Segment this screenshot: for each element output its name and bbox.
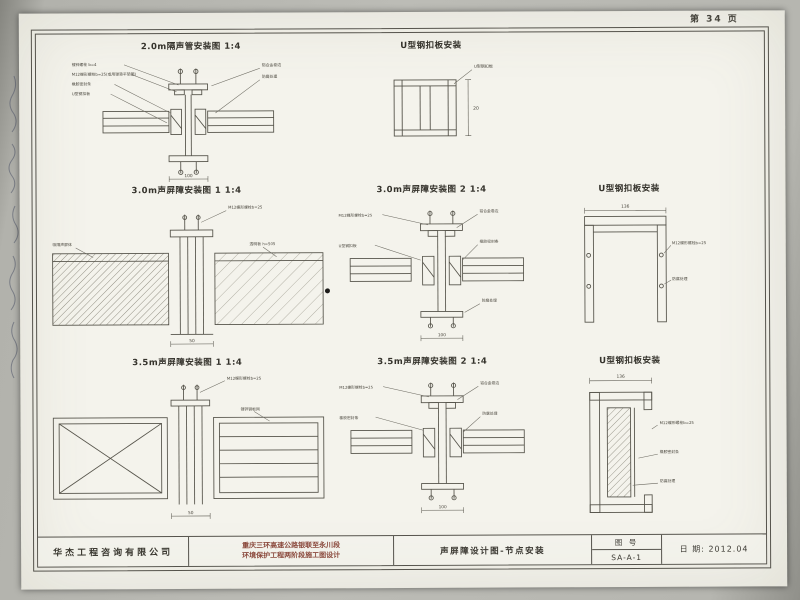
title-block: 华杰工程咨询有限公司 重庆三环高速公路银联至永川段 环境保护工程两阶段施工图设计…: [38, 533, 767, 567]
leader-lines: [75, 210, 277, 258]
dimension-line: [589, 377, 652, 384]
dim-20: 20: [473, 106, 479, 112]
label-alu: 铝合金卷边: [479, 208, 498, 213]
label-rubber: 橡胶密封条: [72, 81, 91, 86]
elevation-drawing-3m: M12蝶形螺栓b=25 透明板 h=505 吸隔声屏体 50: [52, 205, 324, 347]
dimension-line: [465, 79, 472, 137]
label-alu: 铝合金卷边: [480, 380, 499, 385]
leader-lines: [374, 214, 481, 313]
project-name: 重庆三环高速公路银联至永川段 环境保护工程两阶段施工图设计: [188, 536, 394, 566]
dim-100: 100: [184, 173, 193, 179]
dimension-line: [171, 513, 211, 519]
dimension-line: [170, 341, 214, 347]
elevation-drawing-35m: M12蝶形螺栓b=25 镀锌钢板网 50: [52, 376, 325, 519]
detail-uchannel-top: U型钢扣板安装 20 U型钢扣板: [336, 38, 527, 166]
leader-lines: [199, 380, 270, 422]
post-and-panels: [52, 214, 324, 335]
dim-136: 136: [616, 374, 625, 380]
detail-2m-plan-drawing: 镀锌螺栓 b=4 M12蝶形螺栓b=25(或用弹垫平垫圈) 橡胶密封条 U型钢扣…: [72, 62, 281, 183]
dim-100: 100: [438, 332, 446, 338]
sheet-frame-outer: 2.0m隔声管安装图 1:4: [30, 26, 772, 572]
detail-uchannel-bottom: U型钢扣板安装 136: [542, 354, 718, 525]
detail-title: U型钢扣板安装: [599, 355, 661, 367]
date-field: 日 期: 2012.04: [661, 534, 767, 564]
label-absorb-panel: 吸隔声屏体: [53, 242, 72, 247]
label-m12: M12蝶形螺栓b=25: [227, 376, 262, 381]
detail-35m-plan: 3.5m声屏障安装图 2 1:4: [337, 354, 528, 525]
leader-lines: [663, 245, 672, 285]
uchannel-section-drawing: 136 M12蝶形螺栓b=25 防腐处: [584, 204, 707, 323]
label-anticorr: 防腐处理: [660, 478, 676, 483]
figure-number-box: 图 号 SA-A-1: [591, 534, 662, 565]
detail-uchannel-mid: U型钢扣板安装 136: [541, 182, 717, 353]
label-m12: M12蝶形螺栓b=25: [672, 240, 707, 245]
uchannel-plate: [393, 79, 457, 137]
detail-title: 3.0m声屏障安装图 2 1:4: [376, 184, 487, 196]
label-anticorr: 防腐处理: [482, 298, 497, 303]
dimension-line: [168, 176, 209, 183]
label-rubber: 橡胶密封条: [339, 415, 358, 420]
figure-number-value: SA-A-1: [611, 552, 643, 562]
drawing-title: 声屏障设计图-节点安装: [393, 535, 592, 566]
dim-100: 100: [439, 504, 447, 510]
label-bolt: 镀锌螺栓 b=4: [72, 62, 97, 67]
detail-title: 3.0m声屏障安装图 1 1:4: [131, 185, 242, 197]
detail-title: 2.0m隔声管安装图 1:4: [140, 41, 241, 53]
label-rubber: 橡胶密封条: [660, 449, 679, 454]
post-plan-section: [349, 210, 525, 329]
leader-lines: [375, 385, 481, 433]
detail-title: U型钢扣板安装: [400, 40, 462, 52]
label-anticorr: 防腐处理: [672, 276, 688, 281]
project-line1: 重庆三环高速公路银联至永川段: [242, 541, 341, 551]
label-rubber: 橡胶密封条: [480, 239, 499, 244]
drawing-sheet: 第 34 页 2.0m隔声管安装图 1:4: [18, 10, 788, 590]
label-anticorr: 防腐处理: [262, 74, 278, 79]
dim-50: 50: [188, 510, 194, 516]
label-m12: M12蝶形螺栓b=25: [339, 385, 373, 390]
post-and-panels: [52, 384, 325, 505]
label-m12-full: M12蝶形螺栓b=25(或用弹垫平垫圈): [72, 72, 137, 77]
label-m12: M12蝶形螺栓b=25: [339, 213, 373, 218]
post-plan-section: [102, 68, 275, 175]
detail-2m-barrier: 2.0m隔声管安装图 1:4: [66, 39, 317, 183]
sheet-frame-inner: 2.0m隔声管安装图 1:4: [34, 30, 768, 568]
label-steel-mesh: 镀锌钢板网: [241, 406, 260, 411]
detail-title: U型钢扣板安装: [598, 183, 660, 195]
leader-lines: [110, 64, 261, 124]
leader-lines: [453, 69, 473, 84]
page-number: 第 34 页: [689, 14, 739, 25]
margin-handwriting: [8, 75, 19, 379]
label-u-clip: U型钢扣板: [474, 63, 493, 69]
uchannel-panel-drawing: 136 M12蝶形螺栓b=25: [589, 374, 695, 513]
post-plan-section: [350, 382, 525, 501]
leader-lines: [632, 424, 658, 486]
label-alu: 铝合金卷边: [262, 62, 281, 67]
project-line2: 环境保护工程两阶段施工图设计: [242, 550, 341, 560]
detail-title: 3.5m声屏障安装图 1 1:4: [132, 357, 243, 369]
uchannel-body: [584, 215, 667, 323]
post-plan-drawing-35m: M12蝶形螺栓b=25 橡胶密封条 铝合金卷边 防腐处理 100: [339, 380, 525, 514]
detail-3m-plan: 3.0m声屏障安装图 2 1:4: [336, 182, 527, 353]
dim-50: 50: [189, 338, 195, 344]
label-m12: M12蝶形螺栓b=25: [228, 205, 263, 210]
figure-number-label: 图 号: [592, 534, 662, 551]
dim-136: 136: [621, 204, 630, 210]
detail-35m-elevation: 3.5m声屏障安装图 1 1:4: [47, 355, 328, 526]
label-u-clip: U型钢扣板: [72, 91, 90, 96]
detail-3m-elevation: 3.0m声屏障安装图 1 1:4: [46, 183, 327, 354]
uchannel-plan-drawing: 20 U型钢扣板: [393, 63, 493, 137]
label-clear-panel: 透明板 h=505: [250, 241, 276, 246]
label-u-clip: U型钢扣板: [339, 243, 357, 248]
post-plan-drawing-3m: M12蝶形螺栓b=25 U型钢扣板 铝合金卷边 橡胶密封条 防腐处理 100: [339, 208, 525, 342]
dimension-line: [421, 507, 464, 514]
company-name: 华杰工程咨询有限公司: [53, 548, 174, 559]
label-anticorr: 防腐处理: [482, 411, 497, 416]
dimension-line: [420, 335, 464, 342]
detail-title: 3.5m声屏障安装图 2 1:4: [377, 356, 488, 368]
uchannel-body: [589, 391, 653, 513]
label-m12: M12蝶形螺栓b=25: [660, 420, 695, 425]
dimension-line: [584, 207, 667, 214]
